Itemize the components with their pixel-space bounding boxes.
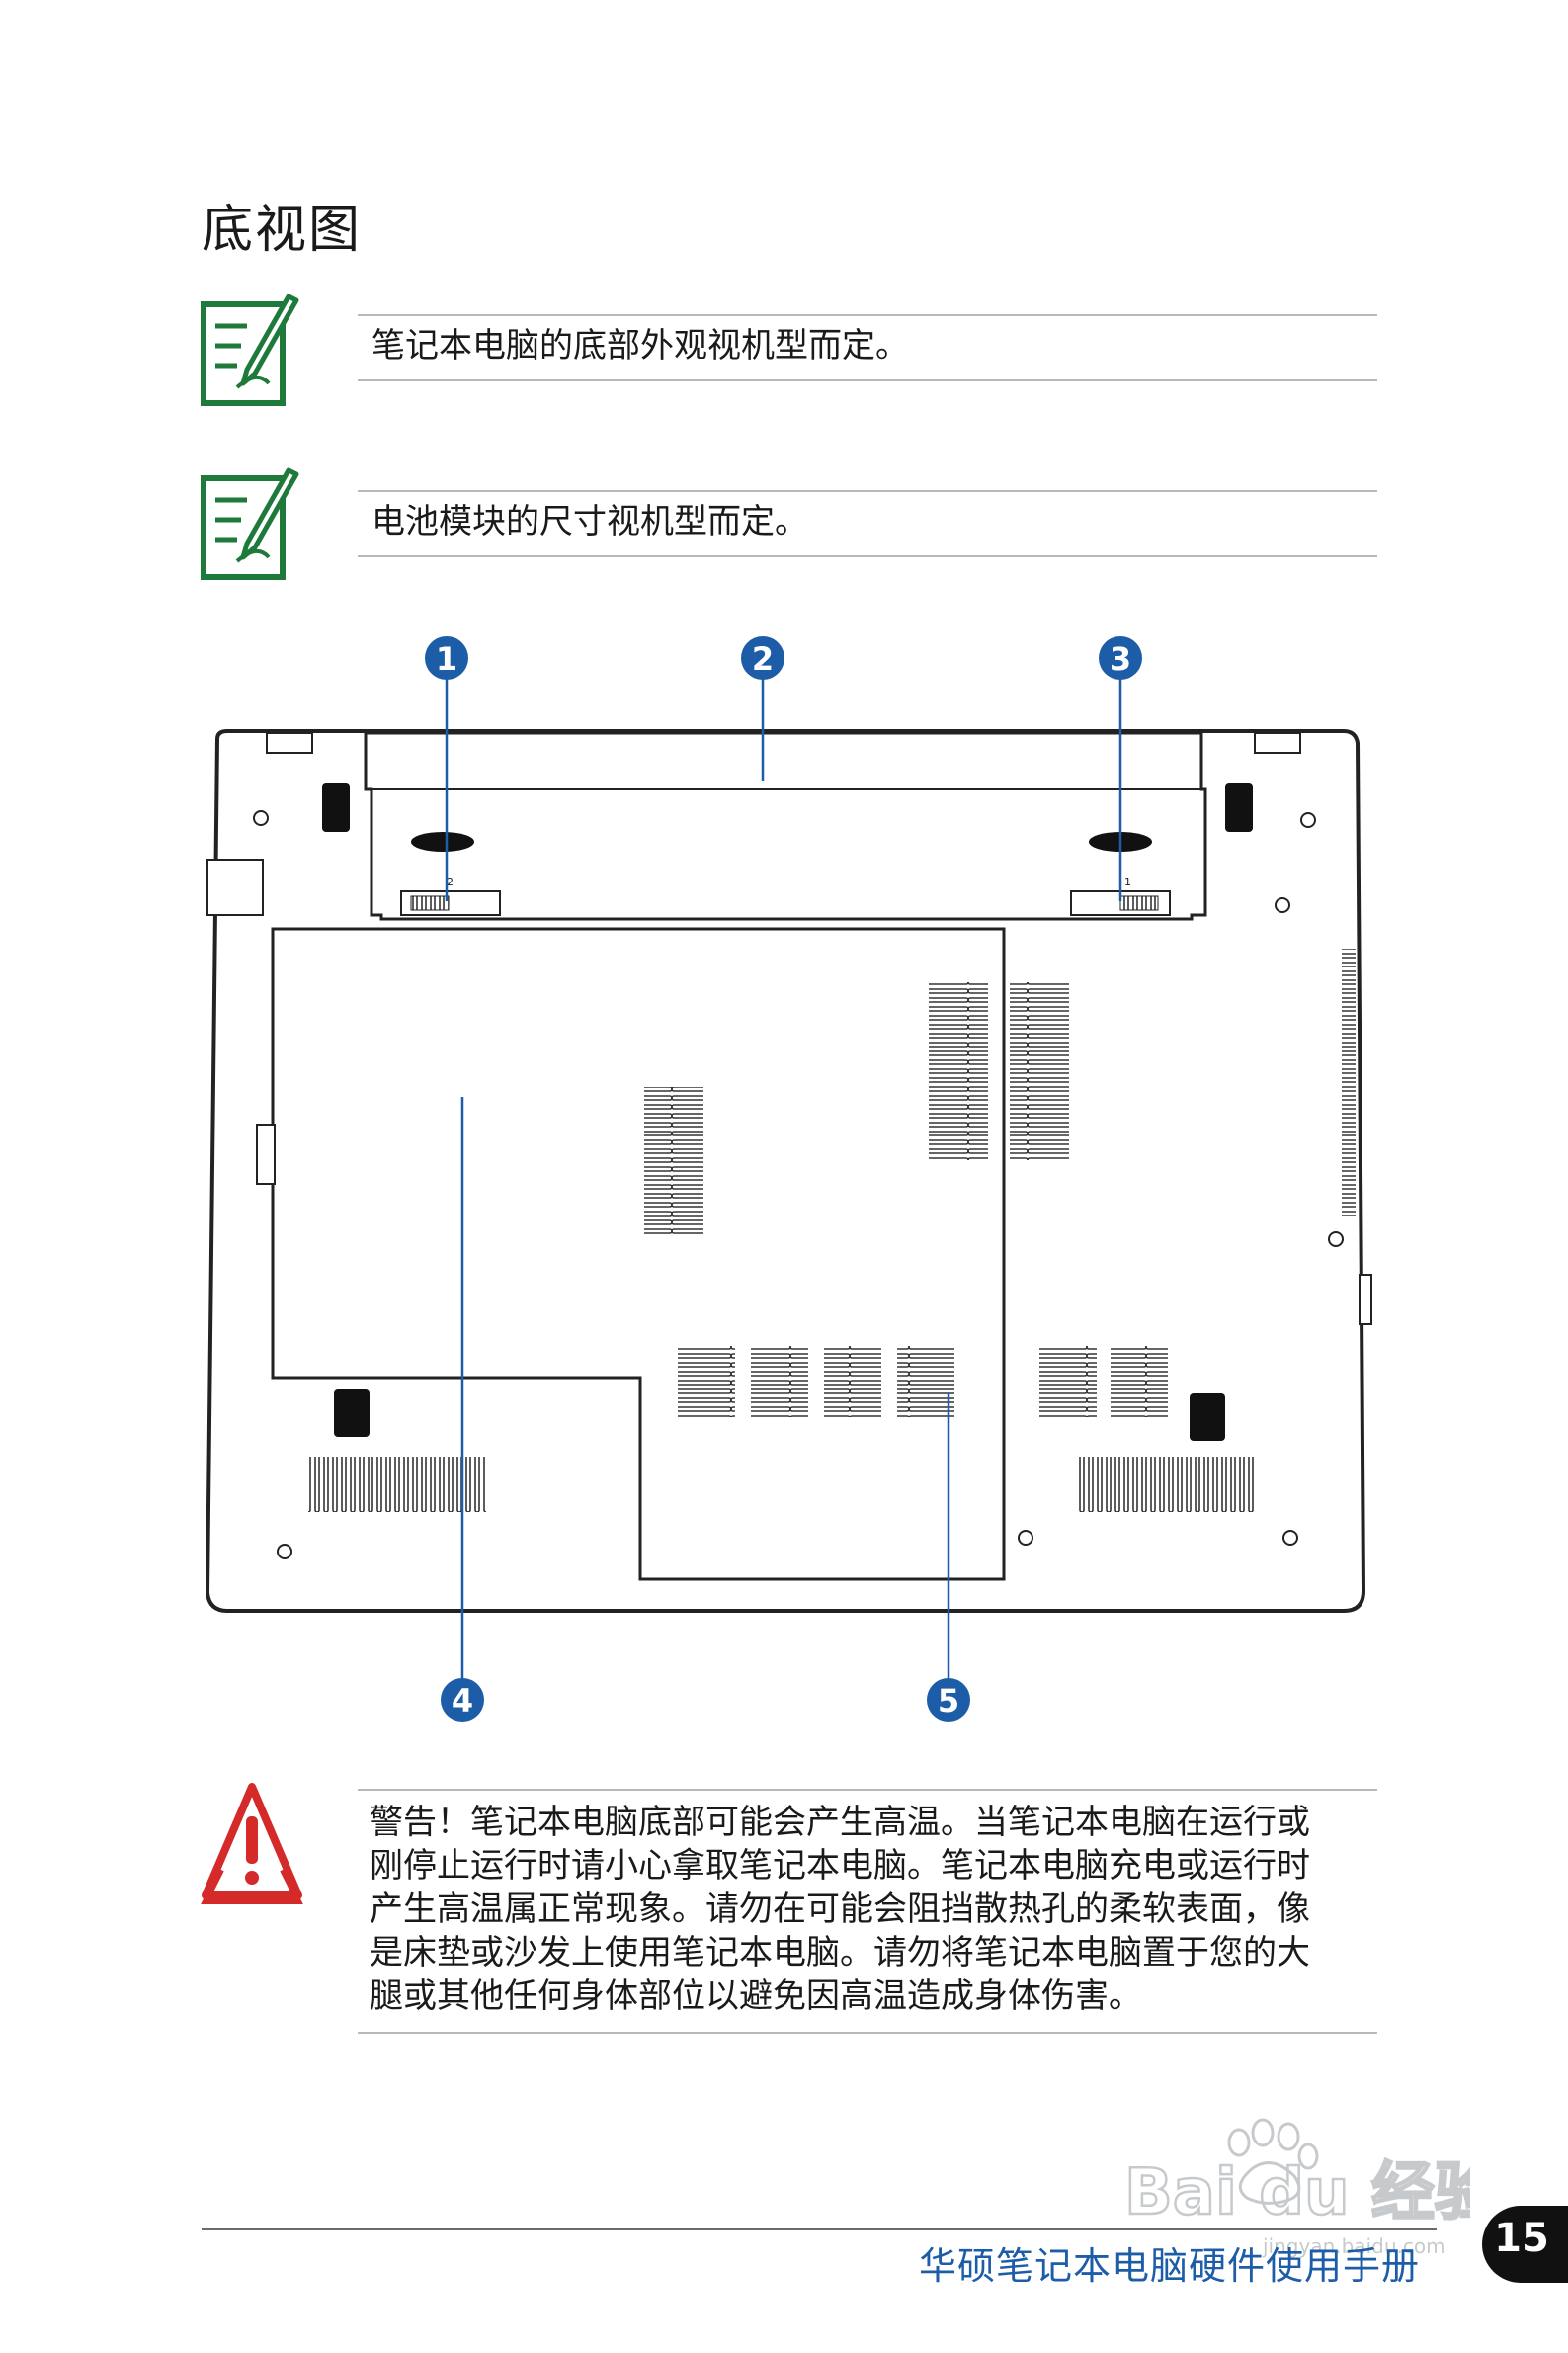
note-box-2: 电池模块的尺寸视机型而定。	[358, 490, 1377, 557]
footer-divider	[202, 2228, 1437, 2230]
svg-text:3: 3	[1110, 640, 1131, 678]
warning-text: 警告！笔记本电脑底部可能会产生高温。当笔记本电脑在运行或 刚停止运行时请小心拿取…	[370, 1801, 1373, 2018]
svg-text:2: 2	[752, 640, 774, 678]
callout-5: 5	[927, 1678, 970, 1722]
svg-text:5: 5	[938, 1682, 959, 1720]
baidu-watermark: Bai du 经验 jingyan.baidu.com	[1123, 2118, 1470, 2258]
note-text: 笔记本电脑的底部外观视机型而定。	[371, 326, 909, 366]
footer-title: 华硕笔记本电脑硬件使用手册	[918, 2244, 1420, 2288]
note-pencil-icon	[201, 467, 299, 580]
lock-mark-left: 2	[447, 876, 454, 888]
warning-triangle-icon	[201, 1783, 303, 1904]
warning-line: 是床垫或沙发上使用笔记本电脑。请勿将笔记本电脑置于您的大	[370, 1933, 1310, 1973]
callout-4: 4	[441, 1678, 484, 1722]
note-text: 电池模块的尺寸视机型而定。	[371, 502, 808, 542]
page-title: 底视图	[202, 201, 363, 260]
warning-line: 腿或其他任何身体部位以避免因高温造成身体伤害。	[370, 1976, 1142, 2016]
warning-box: 警告！笔记本电脑底部可能会产生高温。当笔记本电脑在运行或 刚停止运行时请小心拿取…	[358, 1789, 1377, 2034]
callout-3: 3	[1099, 636, 1142, 680]
svg-text:Bai du 经验: Bai du 经验	[1124, 2156, 1470, 2229]
laptop-bottom-diagram: 2 1 1 2 3	[205, 636, 1372, 1722]
svg-text:1: 1	[436, 640, 457, 678]
callout-2: 2	[741, 636, 784, 680]
svg-text:4: 4	[452, 1682, 473, 1720]
lock-mark-right: 1	[1124, 876, 1131, 888]
svg-text:jingyan.baidu.com: jingyan.baidu.com	[1262, 2234, 1445, 2258]
callout-1: 1	[425, 636, 468, 680]
warning-line: 警告！笔记本电脑底部可能会产生高温。当笔记本电脑在运行或	[370, 1803, 1310, 1842]
warning-line: 产生高温属正常现象。请勿在可能会阻挡散热孔的柔软表面，像	[370, 1890, 1310, 1929]
warning-line: 刚停止运行时请小心拿取笔记本电脑。笔记本电脑充电或运行时	[370, 1846, 1310, 1886]
note-box-1: 笔记本电脑的底部外观视机型而定。	[358, 314, 1377, 381]
page-number-tab	[1482, 2206, 1568, 2283]
note-pencil-icon	[201, 294, 299, 406]
page-number: 15	[1494, 2216, 1549, 2261]
